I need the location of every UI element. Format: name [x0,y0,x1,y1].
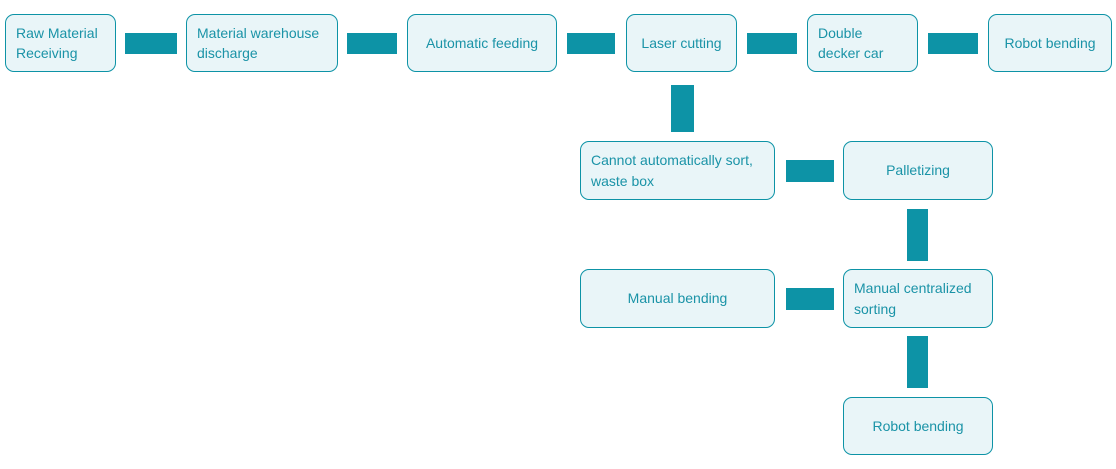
node-label: Raw Material Receiving [16,24,98,61]
node-raw-material-receiving: Raw Material Receiving [5,14,116,72]
node-automatic-feeding: Automatic feeding [407,14,557,72]
connector-laser-cutting-to-waste-box [671,85,694,132]
node-label: Manual bending [627,290,728,307]
node-label: Robot bending [872,417,964,434]
node-label: Cannot automatically sort, waste box [591,152,753,189]
connector-double-decker-car-to-robot-bending [928,33,978,54]
node-label: Laser cutting [641,34,722,51]
node-robot-bending-final: Robot bending [843,397,993,455]
node-manual-centralized-sorting: Manual centralized sorting [843,269,993,328]
node-label: Manual centralized sorting [854,280,972,317]
node-double-decker-car: Double decker car [807,14,918,72]
node-palletizing: Palletizing [843,141,993,200]
node-label: Double decker car [818,24,884,61]
connector-manual-centralized-sorting-to-robot-bending [907,336,928,388]
connector-raw-material-to-warehouse [125,33,177,54]
connector-waste-box-to-palletizing [786,160,834,182]
connector-warehouse-to-automatic-feeding [347,33,397,54]
node-label: Material warehouse discharge [197,24,320,61]
node-material-warehouse-discharge: Material warehouse discharge [186,14,338,72]
node-robot-bending: Robot bending [988,14,1112,72]
connector-laser-cutting-to-double-decker-car [747,33,797,54]
node-laser-cutting: Laser cutting [626,14,737,72]
connector-automatic-feeding-to-laser-cutting [567,33,615,54]
connector-palletizing-to-manual-centralized-sorting [907,209,928,261]
node-manual-bending: Manual bending [580,269,775,328]
node-label: Automatic feeding [425,34,539,51]
node-label: Robot bending [1004,34,1096,51]
connector-manual-bending-to-manual-centralized-sorting [786,288,834,310]
node-label: Palletizing [886,162,950,179]
node-cannot-automatically-sort-waste-box: Cannot automatically sort, waste box [580,141,775,200]
